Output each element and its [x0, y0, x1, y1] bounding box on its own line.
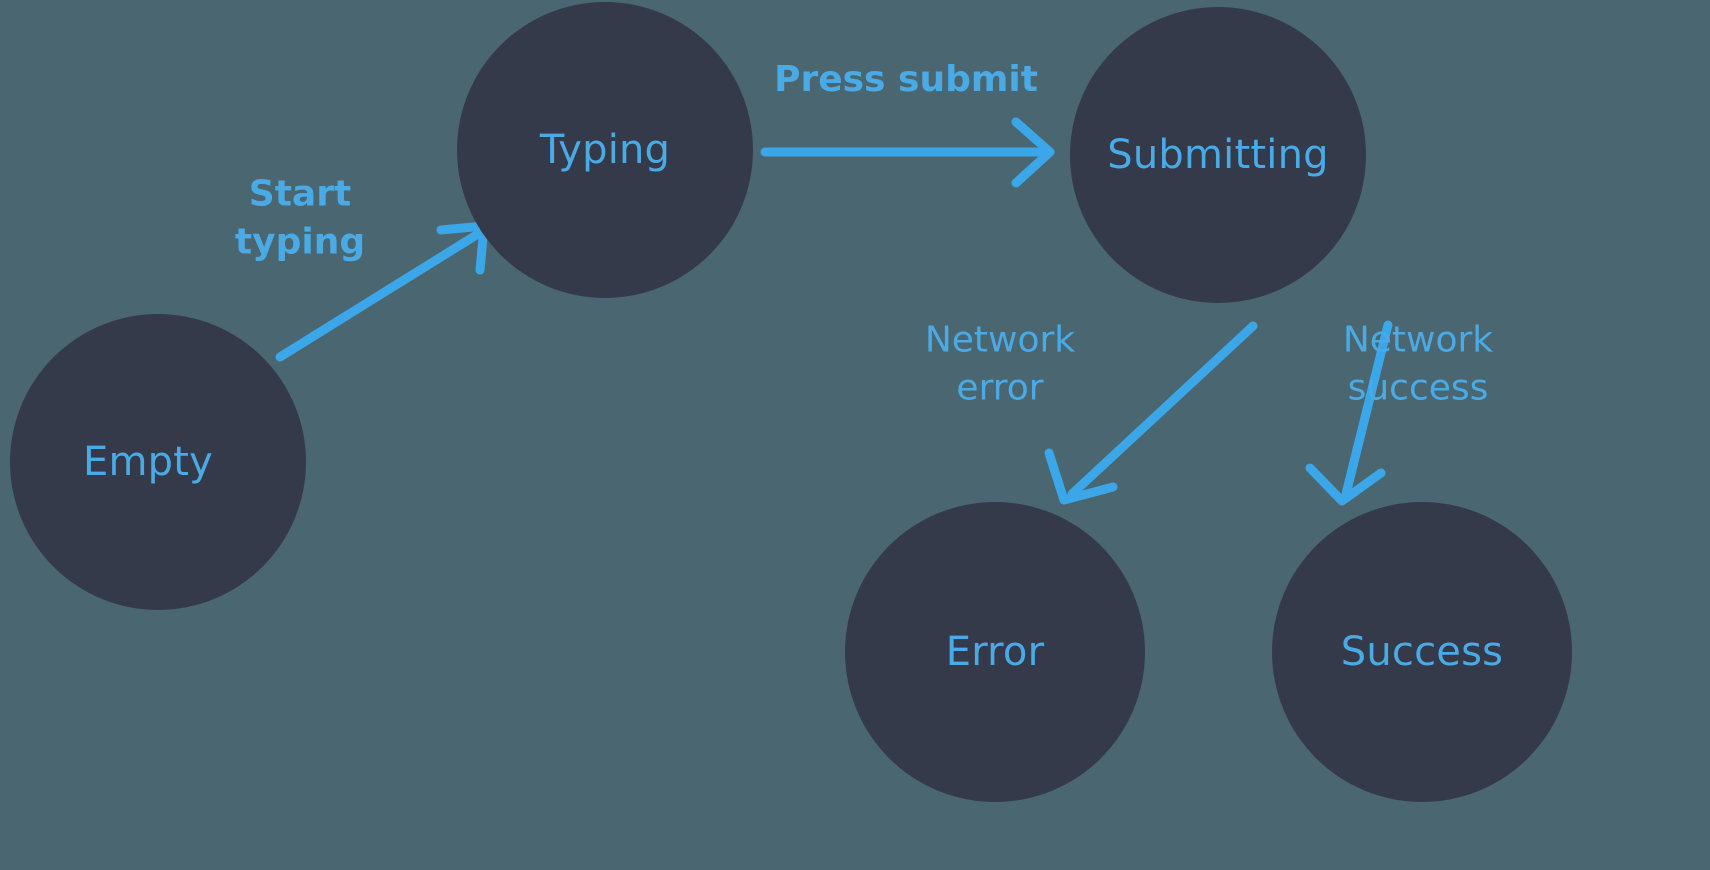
state-label-success: Success — [1340, 629, 1504, 675]
arrow-head — [1044, 448, 1118, 505]
state-label-empty: Empty — [83, 439, 213, 485]
arrow-head — [1011, 117, 1055, 188]
transition-arrow-start-typing — [275, 221, 489, 362]
state-node-error[interactable]: Error — [845, 502, 1145, 802]
transition-arrow-network-error — [1044, 321, 1258, 505]
transition-arrow-network-success — [1305, 320, 1393, 506]
state-label-error: Error — [945, 629, 1045, 675]
arrow-head — [1305, 463, 1386, 506]
state-node-success[interactable]: Success — [1272, 502, 1572, 802]
state-node-submitting[interactable]: Submitting — [1070, 7, 1366, 303]
arrow-shaft — [275, 229, 483, 362]
arrow-shaft — [1067, 321, 1258, 499]
state-node-empty[interactable]: Empty — [10, 314, 306, 610]
state-label-typing: Typing — [539, 127, 671, 173]
state-node-typing[interactable]: Typing — [457, 2, 753, 298]
transition-arrow-press-submit — [760, 117, 1055, 188]
arrow-shaft — [1341, 320, 1393, 499]
state-label-submitting: Submitting — [1107, 132, 1329, 178]
